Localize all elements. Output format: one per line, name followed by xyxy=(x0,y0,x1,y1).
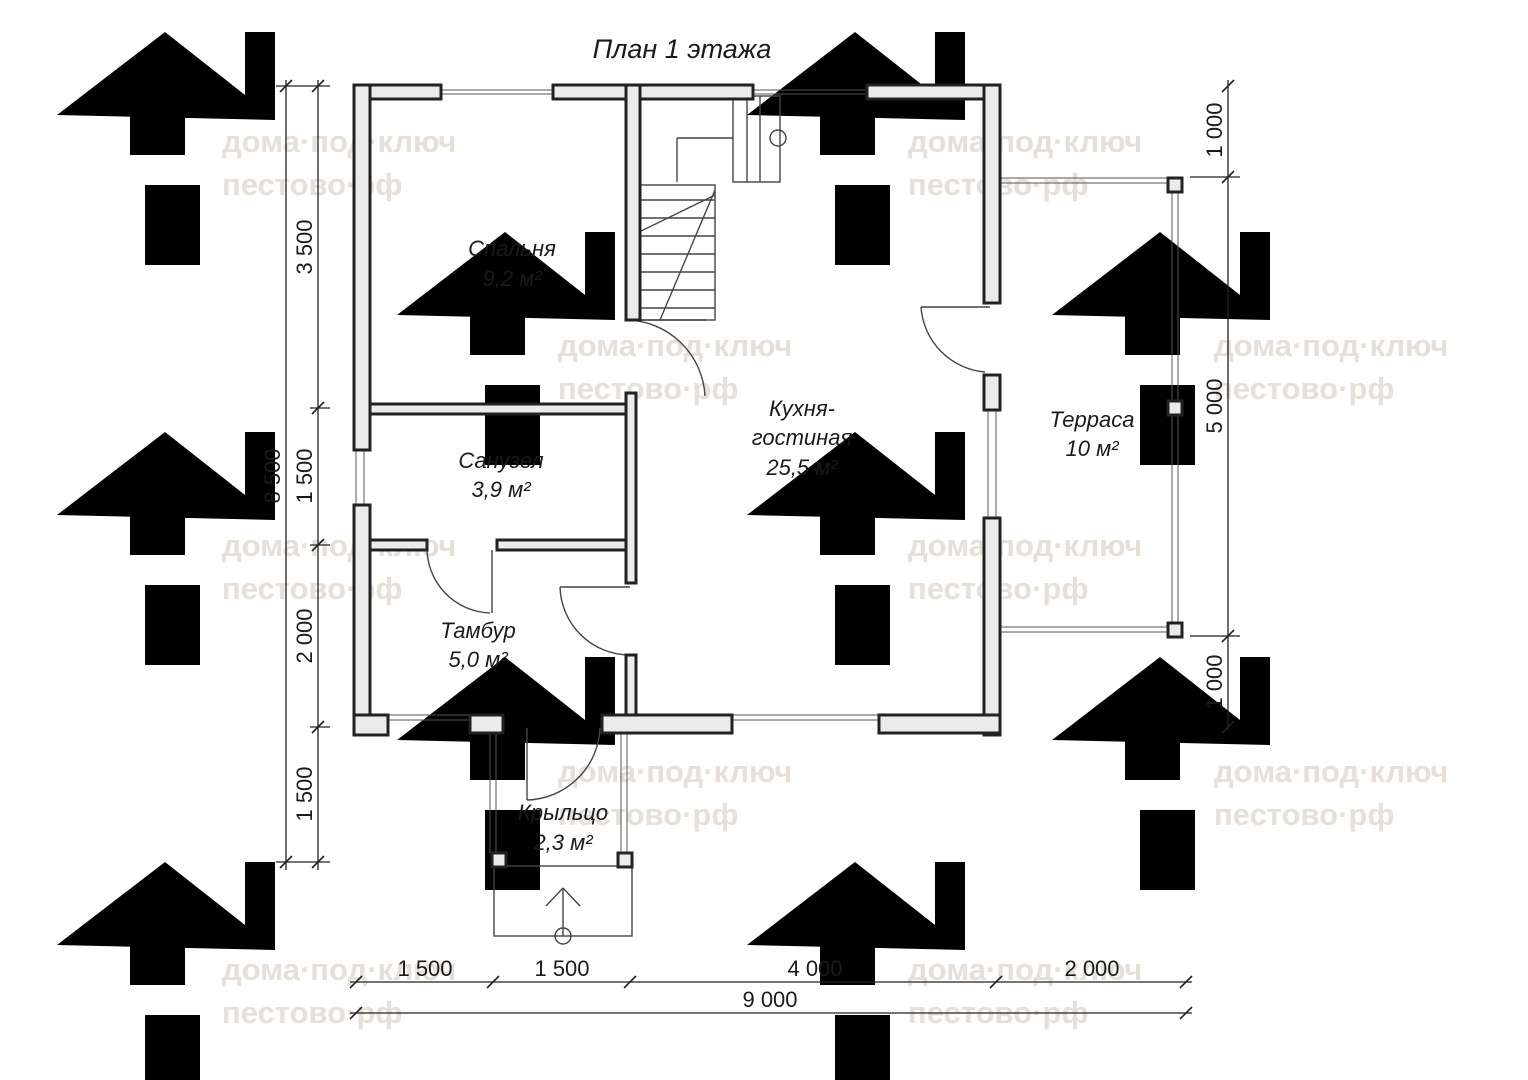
room-bedroom-name: Спальня xyxy=(468,236,556,261)
dim-bottom-total: 9 000 xyxy=(742,987,797,1012)
watermark-text-1-6: дома·под·ключ xyxy=(558,754,792,789)
dim-right-2: 5 000 xyxy=(1202,378,1227,433)
watermark-text-2-0: пестово·рф xyxy=(222,167,402,202)
watermark-text-2-4: пестово·рф xyxy=(222,571,402,606)
watermark-text-2-2: пестово·рф xyxy=(558,371,738,406)
dim-left-total: 8 500 xyxy=(260,448,285,503)
walls xyxy=(352,83,1184,869)
watermark-text-1-1: дома·под·ключ xyxy=(908,124,1142,159)
room-porch-name: Крыльцо xyxy=(518,800,608,825)
room-kitchen-name-line1: Кухня- xyxy=(769,396,835,421)
watermark-text-1-2: дома·под·ключ xyxy=(558,328,792,363)
dim-bottom-4: 2 000 xyxy=(1064,956,1119,981)
dim-bottom-2: 1 500 xyxy=(534,956,589,981)
windows xyxy=(355,89,997,721)
watermark: дома·под·ключ пестово·рф дома·под·ключ пест… xyxy=(57,32,1448,1080)
watermark-text-1-5: дома·под·ключ xyxy=(908,528,1142,563)
room-bathroom-area: 3,9 м² xyxy=(471,477,531,502)
room-vestibule-name: Тамбур xyxy=(440,618,515,643)
room-porch-area: 2,3 м² xyxy=(532,830,593,855)
room-kitchen-area: 25,5 м² xyxy=(765,455,838,480)
room-bathroom-name: Санузел xyxy=(458,448,543,473)
dim-right-1: 1 000 xyxy=(1202,102,1227,157)
staircase xyxy=(632,95,787,321)
watermark-text-1-3: дома·под·ключ xyxy=(1214,328,1448,363)
watermark-text-2-3: пестово·рф xyxy=(1214,371,1394,406)
watermark-text-2-7: пестово·рф xyxy=(1214,797,1394,832)
watermark-text-1-7: дома·под·ключ xyxy=(1214,754,1448,789)
dim-bottom-1: 1 500 xyxy=(397,956,452,981)
dim-bottom-3: 4 000 xyxy=(787,956,842,981)
dim-left-1: 3 500 xyxy=(292,219,317,274)
watermark-text-1-9: дома·под·ключ xyxy=(908,952,1142,987)
room-kitchen-name-line2: гостиная xyxy=(752,425,853,450)
door-swings xyxy=(426,306,990,801)
room-bedroom-area: 9,2 м² xyxy=(482,266,542,291)
room-terrace-area: 10 м² xyxy=(1066,436,1120,461)
watermark-text-1-0: дома·под·ключ xyxy=(222,124,456,159)
watermark-text-2-6: пестово·рф xyxy=(558,797,738,832)
dim-right-3: 1 000 xyxy=(1202,654,1227,709)
dim-left-2: 1 500 xyxy=(292,448,317,503)
dimension-lines xyxy=(276,79,1240,1020)
dim-left-3: 2 000 xyxy=(292,608,317,663)
plan-title: План 1 этажа xyxy=(593,34,772,64)
porch xyxy=(489,730,633,945)
room-terrace-name: Терраса xyxy=(1050,407,1135,432)
room-vestibule-area: 5,0 м² xyxy=(448,647,508,672)
dim-left-4: 1 500 xyxy=(292,766,317,821)
watermark-text-1-8: дома·под·ключ xyxy=(222,952,456,987)
